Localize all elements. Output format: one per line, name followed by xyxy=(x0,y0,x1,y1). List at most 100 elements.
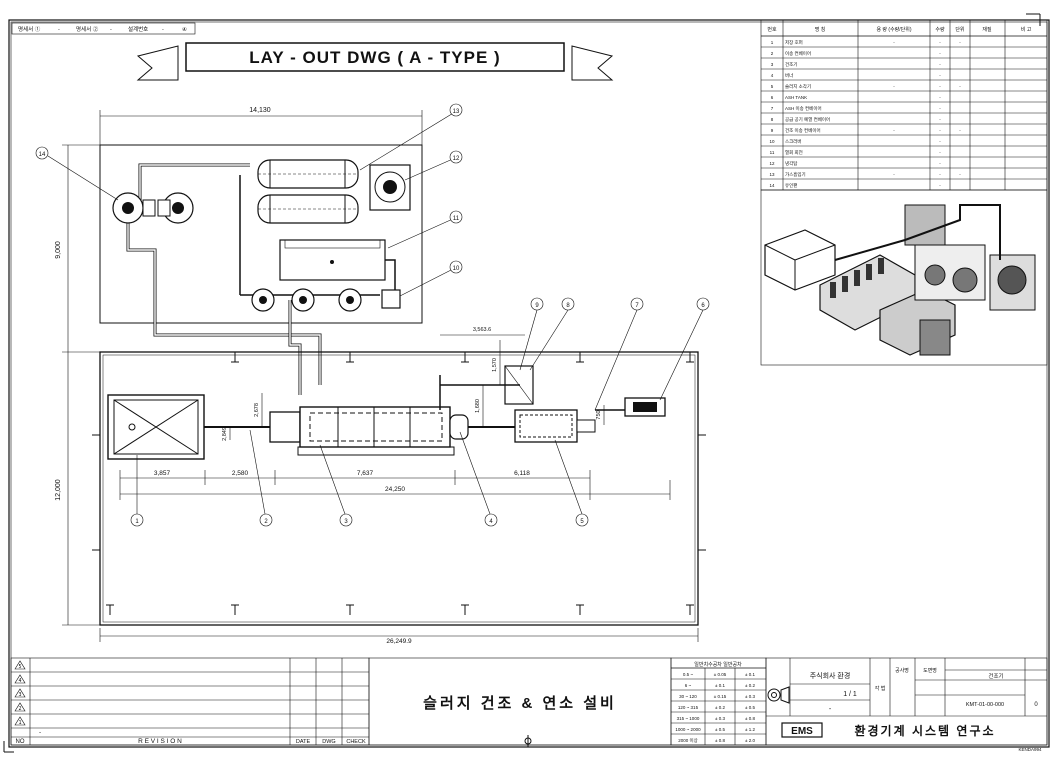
parts-col-capacity: 용 량 (수량/단위) xyxy=(876,26,911,33)
drawing-title: LAY - OUT DWG ( A - TYPE ) xyxy=(249,48,500,67)
tolerance-cell: ± 0.2 xyxy=(745,683,755,688)
parts-row-cell: 3 xyxy=(771,62,774,67)
pump-icon xyxy=(291,288,315,312)
pump-icon xyxy=(338,288,362,312)
callout-10: 10 xyxy=(453,266,460,272)
tolerance-cell: ± 0.2 xyxy=(715,705,725,710)
company-code: EMS xyxy=(791,726,813,737)
parts-row-name: 건조기 xyxy=(785,61,797,68)
parts-col-qty: 수량 xyxy=(935,26,945,33)
tolerance-cell: 120 ~ 315 xyxy=(678,705,699,710)
dim-v5: 3,563.6 xyxy=(473,327,491,333)
isometric-view xyxy=(764,204,1036,356)
rev-row-3: 3 xyxy=(18,692,21,698)
tolerance-cell: 0.5 ~ xyxy=(683,672,694,677)
upper-callouts xyxy=(35,103,463,297)
callout-11: 11 xyxy=(453,216,460,222)
parts-col-material: 재질 xyxy=(982,26,992,33)
callout-9: 9 xyxy=(535,303,539,309)
valve-box-icon xyxy=(381,289,401,309)
parts-row-cell: - xyxy=(893,172,895,177)
parts-row-name: 스크러버 xyxy=(785,138,802,145)
callout-14: 14 xyxy=(39,152,46,158)
tolerance-cell: 2000 이상 xyxy=(678,737,698,744)
parts-row-name: 버너 xyxy=(785,72,793,79)
strip-text-2: - xyxy=(58,27,60,33)
dwg-title-value: 건조기 xyxy=(988,672,1003,680)
revision-block xyxy=(10,657,370,746)
rev-row-5: 5 xyxy=(18,664,21,670)
tolerance-cell: ± 1.2 xyxy=(745,727,755,732)
callout-8: 8 xyxy=(566,303,570,309)
parts-row-cell: - xyxy=(893,84,895,89)
tolerance-cell: ± 0.15 xyxy=(714,694,727,699)
strip-text-4: - xyxy=(110,27,112,33)
parts-row-name: 이송 컨베이어 xyxy=(785,50,811,57)
tolerance-cell: ± 0.1 xyxy=(715,683,725,688)
dim-main-height: 12,000 xyxy=(55,479,62,501)
parts-row-cell: - xyxy=(939,161,941,166)
sheet-border xyxy=(8,19,1050,748)
parts-col-no: 번호 xyxy=(767,26,777,33)
tolerance-title: 일반치수공차 일반공차 xyxy=(694,661,742,668)
parts-col-remark: 비 고 xyxy=(1021,26,1032,33)
projection-label: 각 법 xyxy=(875,685,886,692)
parts-row-cell: 7 xyxy=(771,106,774,111)
footer-code: KENDA994 xyxy=(1018,747,1042,752)
dryer-icon xyxy=(269,406,469,456)
strip-text-1: 명세서 ① xyxy=(18,25,41,33)
strip-text-3: 명세서 ② xyxy=(76,25,99,33)
parts-row-name: 슬러지 소각기 xyxy=(785,83,811,90)
tolerance-cell: ± 0.8 xyxy=(745,716,755,721)
project-label: 공사명 xyxy=(895,667,909,674)
parts-row-name: 공급 공기 예열 컨베이어 xyxy=(785,116,830,123)
tolerance-cell: 6 ~ xyxy=(685,683,692,688)
left-dimension xyxy=(62,144,100,626)
strip-text-7: ④ xyxy=(182,26,187,33)
parts-row-cell: 9 xyxy=(771,128,774,133)
vessel-icon xyxy=(257,194,359,224)
parts-row-name: 열회 회전 xyxy=(785,149,803,156)
parts-row-cell: - xyxy=(939,84,941,89)
rev-col-no: NO xyxy=(16,739,25,745)
projection-symbol-icon xyxy=(767,686,790,704)
callout-2: 2 xyxy=(264,519,268,525)
tolerance-cell: ± 0.1 xyxy=(745,672,755,677)
tank-icon xyxy=(279,239,386,281)
parts-row-cell: 4 xyxy=(771,73,774,78)
tolerance-cell: 1000 ~ 2000 xyxy=(675,727,701,732)
tolerance-rows: 0.5 ~± 0.05± 0.16 ~± 0.1± 0.230 ~ 120± 0… xyxy=(671,667,766,744)
parts-row-cell: - xyxy=(893,40,895,45)
dim-v4: 1,570 xyxy=(492,358,498,372)
parts-row-name: 건조 이송 컨베이어 xyxy=(785,127,821,134)
tolerance-cell: ± 0.3 xyxy=(715,716,725,721)
dim-v2: 2,849 xyxy=(222,427,228,441)
dwg-number: KMT-01-00-000 xyxy=(966,702,1004,708)
parts-row-cell: - xyxy=(959,40,961,45)
parts-row-cell: - xyxy=(939,106,941,111)
sheet-number: 0 xyxy=(1034,702,1038,708)
parts-row-cell: - xyxy=(939,117,941,122)
parts-row-cell: 8 xyxy=(771,117,774,122)
parts-row-cell: - xyxy=(939,150,941,155)
tolerance-cell: ± 0.3 xyxy=(745,694,755,699)
dim-left-height: 9,000 xyxy=(55,241,62,259)
rev-row-1: 1 xyxy=(18,720,21,726)
parts-table-header: 번호 명 칭 용 량 (수량/단위) 수량 단위 재질 비 고 xyxy=(767,26,1031,33)
parts-row-name: 저장 호퍼 xyxy=(785,39,803,46)
tolerance-cell: ± 0.05 xyxy=(714,672,727,677)
company-logo xyxy=(781,722,823,738)
main-building xyxy=(92,351,706,626)
dim-v1: 2,678 xyxy=(254,403,260,417)
parts-row-name: ASH TANK xyxy=(785,95,807,100)
parts-row-cell: 6 xyxy=(771,95,774,100)
blower-icon xyxy=(369,164,411,211)
tolerance-cell: ± 2.0 xyxy=(745,738,755,743)
parts-row-cell: - xyxy=(939,139,941,144)
tolerance-cell: 315 ~ 1000 xyxy=(677,716,700,721)
dim-v6: 750 xyxy=(596,410,602,419)
parts-row-cell: - xyxy=(959,172,961,177)
hopper-icon xyxy=(107,394,205,460)
